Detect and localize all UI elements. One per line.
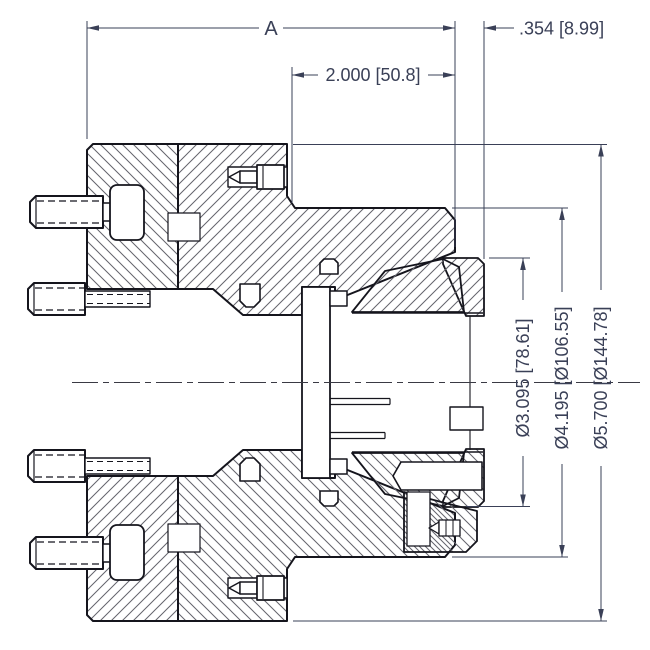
dimension-annotations: A 2.000 [50.8] .354 [8.99] Ø3.095 [78.61… (86, 18, 611, 622)
mounting-stud-inner (27, 282, 151, 316)
relief-notch (167, 212, 201, 242)
dim-label-4195: Ø4.195 [Ø106.55] (552, 306, 572, 449)
dim-body-diameter: Ø4.195 [Ø106.55] (552, 208, 572, 557)
mounting-stud-outer (29, 184, 145, 241)
collet-section (351, 258, 465, 313)
collet-front-slot (449, 406, 484, 431)
dim-overall-length: A (87, 18, 455, 40)
collet-slits (330, 397, 391, 440)
dim-label-2000: 2.000 [50.8] (325, 65, 420, 85)
dim-label-354: .354 [8.99] (519, 19, 604, 39)
set-screw (428, 519, 461, 537)
dim-label-5700: Ø5.700 [Ø144.78] (591, 306, 611, 449)
cap-screw (227, 164, 288, 190)
internal-details (301, 286, 484, 553)
sleeve-hook-bottom (329, 458, 348, 475)
dim-flange-diameter: Ø5.700 [Ø144.78] (591, 144, 611, 621)
dim-nose-protrusion: .354 [8.99] (484, 19, 604, 39)
stud-nut-pocket (109, 184, 145, 241)
lock-block (403, 491, 478, 553)
part-section-half (27, 143, 485, 317)
dim-label-3095: Ø3.095 [78.61] (513, 318, 533, 437)
sleeve-hook-top (329, 290, 348, 307)
dim-label-a: A (264, 18, 278, 40)
dim-nose-diameter: Ø3.095 [78.61] (513, 258, 533, 507)
collet-keyway (392, 461, 483, 491)
pin-end (319, 258, 339, 275)
drive-pin (239, 283, 261, 308)
dim-body-length: 2.000 [50.8] (292, 65, 455, 85)
